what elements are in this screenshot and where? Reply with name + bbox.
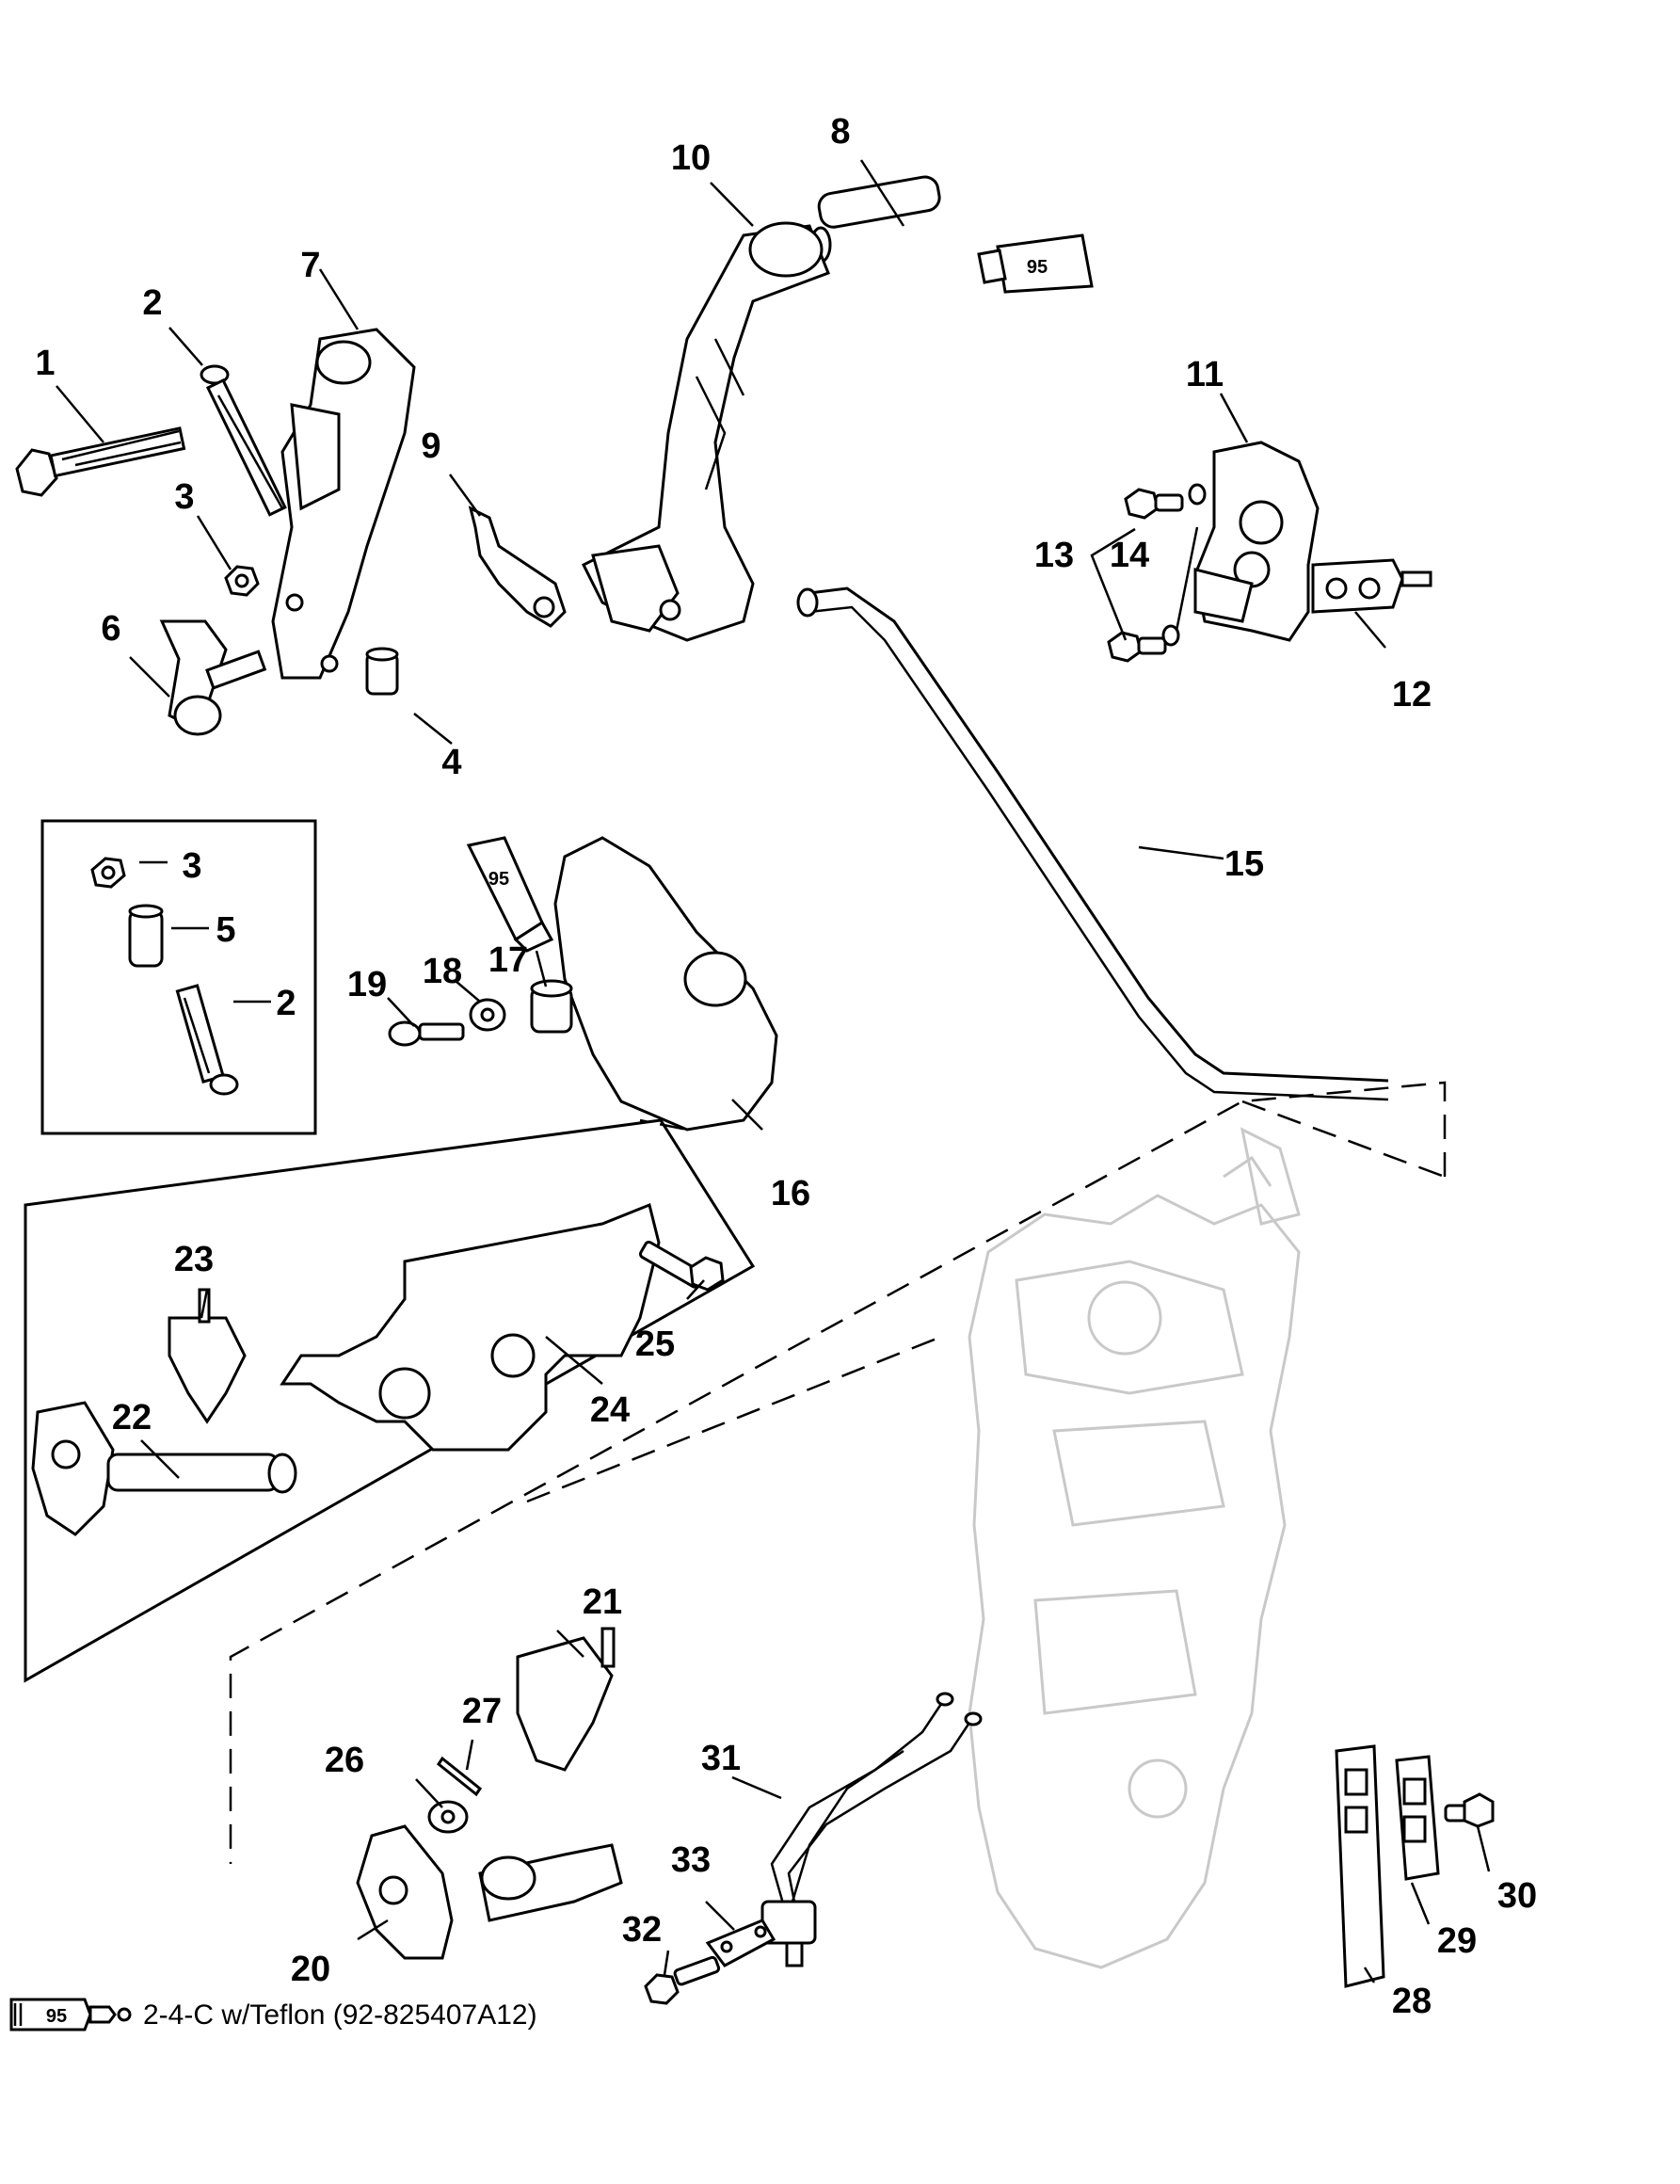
callout-24: 24 [590,1390,630,1430]
callout-22: 22 [112,1398,152,1437]
part-12-switch [1311,558,1432,614]
tube-95-label: 95 [1027,257,1048,278]
part-3-nut [224,565,260,597]
callout-7: 7 [300,246,320,285]
inset-sleeve [128,904,164,968]
assembly-guide-lines [229,1081,1447,1864]
sealant-tube-upper: 95 [977,233,1094,294]
callout-13: 13 [1034,536,1074,575]
inset-callout-3: 3 [182,846,201,886]
callout-leaders [56,159,1491,1983]
part-13-screw-lower [1107,631,1167,663]
part-14-washer-lower [1161,624,1180,647]
callout-23: 23 [174,1240,214,1279]
part-33-plate [705,1919,776,1967]
part-2-screw [200,364,287,517]
inset-callout-2: 2 [276,984,296,1023]
callout-12: 12 [1392,675,1432,715]
callout-19: 19 [347,965,387,1004]
callout-4: 4 [441,743,461,782]
callout-30: 30 [1497,1876,1537,1916]
inset-shift-assembly-frame [24,1118,756,1683]
part-8-pin [809,175,941,264]
part-25-bolt [638,1240,725,1292]
callout-20: 20 [291,1950,330,1989]
part-6-lever [159,619,267,736]
callout-18: 18 [423,952,462,991]
part-23-fork [168,1288,247,1424]
callout-10: 10 [671,138,711,178]
part-15-shift-rod [796,586,1389,1101]
callout-14: 14 [1110,536,1149,575]
part-31-wiring [760,1692,983,1967]
part-4-sleeve [365,647,399,696]
callout-2: 2 [142,283,162,323]
callout-11: 11 [1186,355,1224,394]
callout-21: 21 [583,1582,622,1622]
callout-15: 15 [1224,844,1264,884]
part-24-plate [280,1202,661,1452]
callout-3: 3 [174,477,194,517]
part-16-cover [553,836,778,1132]
inset-screw [175,984,239,1096]
legend-tube-label: 95 [46,2006,67,2027]
legend-text: 2-4-C w/Teflon (92-825407A12) [143,1999,537,2031]
callout-33: 33 [671,1840,711,1880]
part-14-washer-upper [1188,483,1207,506]
part-17-bushing [530,979,573,1034]
part-19-screw [388,1020,465,1047]
sealant-tube-middle: 95 [466,836,554,953]
callout-32: 32 [622,1910,662,1950]
part-18-washer [469,998,506,1032]
callout-numbers: 1 2 3 4 6 7 8 9 10 11 12 13 14 15 16 17 … [35,112,1537,2021]
callout-9: 9 [421,426,440,466]
part-30-bolt [1444,1792,1495,1828]
inset-callout-5: 5 [216,910,235,950]
callout-25: 25 [635,1325,675,1364]
callout-16: 16 [771,1174,810,1213]
part-13-screw-upper [1124,488,1184,520]
inset-nut [90,857,126,889]
legend: 95 2-4-C w/Teflon (92-825407A12) [9,1998,537,2031]
part-22-shaft [31,1401,297,1536]
callout-1: 1 [35,344,55,383]
engine-block-ghost [968,1127,1301,1969]
callout-17: 17 [488,940,528,980]
callout-27: 27 [462,1692,502,1731]
callout-31: 31 [701,1739,741,1778]
part-26-washer [427,1800,469,1834]
callout-6: 6 [101,609,120,649]
part-20-lever-assembly [356,1824,623,1960]
callout-29: 29 [1437,1921,1477,1961]
part-27-cotter-pin [436,1756,483,1797]
callout-28: 28 [1392,1982,1432,2021]
part-28-plate [1335,1744,1385,1988]
tube-95-label-middle: 95 [488,869,509,890]
callout-26: 26 [325,1741,364,1780]
part-9-clip [468,506,567,628]
callout-8: 8 [830,112,850,152]
part-11-bracket [1193,441,1320,642]
inset-parts-box [40,819,317,1135]
part-7-bracket [271,328,416,680]
part-29-plate [1395,1755,1440,1881]
part-21-fork [516,1627,616,1772]
part-1-bolt [15,426,186,497]
part-10-shift-arm [581,221,830,642]
part-32-screw [644,1955,721,2005]
